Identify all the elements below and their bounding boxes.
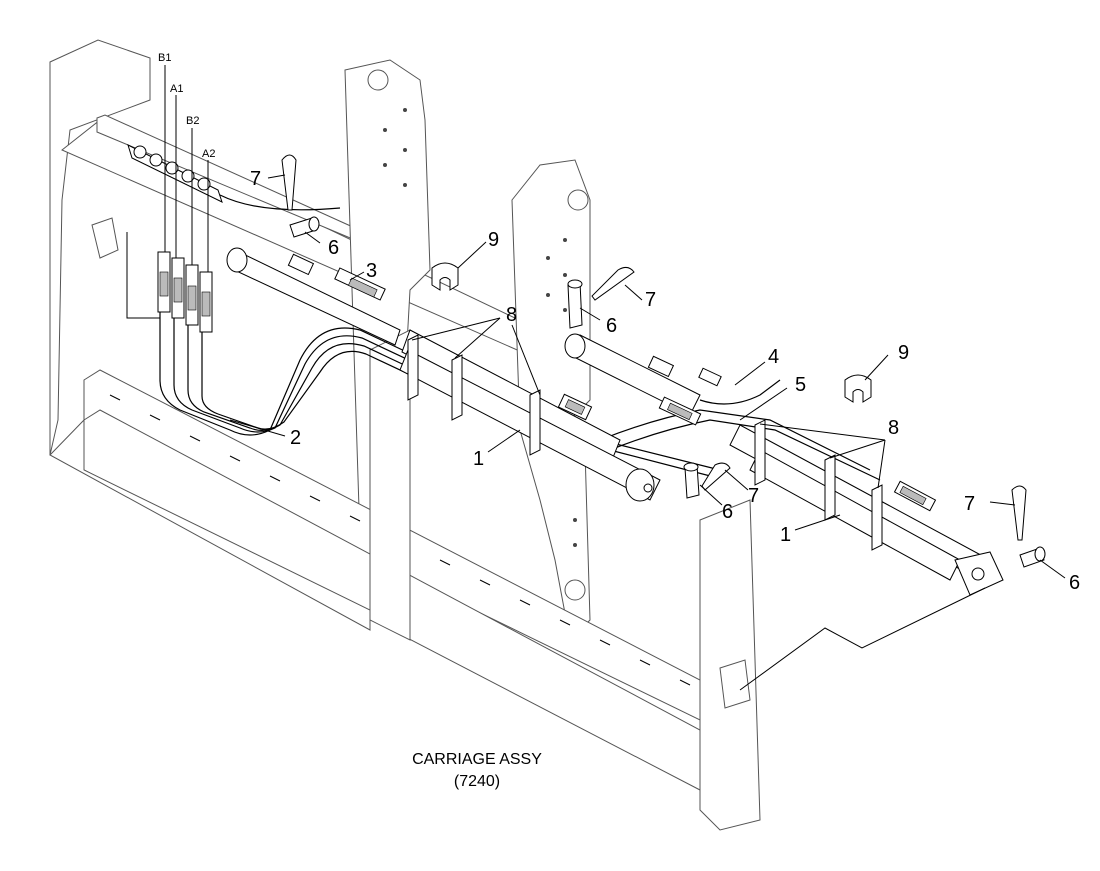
vertical-fittings	[157, 251, 213, 333]
caption-title: CARRIAGE ASSY	[412, 751, 542, 768]
callout-leaders	[126, 174, 1066, 691]
callout-7: 7	[645, 289, 656, 311]
diagram-caption: CARRIAGE ASSY (7240)	[412, 751, 542, 790]
callout-9: 9	[898, 342, 909, 364]
cylinder-upper-right	[564, 333, 722, 426]
callout-5: 5	[795, 374, 806, 396]
callout-2: 2	[290, 427, 301, 449]
port-label-b2: B2	[186, 115, 199, 127]
callout-numbers: 7 6 3 9 8 7 6 4 5 9 8 2 1 7 6 1 7 6	[250, 168, 1080, 594]
callout-1: 1	[473, 448, 484, 470]
port-label-a1: A1	[170, 83, 183, 95]
pins-and-clips	[281, 154, 1046, 568]
callout-9: 9	[488, 229, 499, 251]
callout-7: 7	[964, 493, 975, 515]
callout-6: 6	[722, 501, 733, 523]
caption-part-number: (7240)	[454, 773, 500, 790]
port-labels: B1 A1 B2 A2	[158, 52, 215, 160]
cylinder-upper-left	[226, 247, 401, 346]
mounting-clips	[431, 262, 872, 403]
callout-3: 3	[366, 260, 377, 282]
callout-8: 8	[888, 417, 899, 439]
port-label-b1: B1	[158, 52, 171, 64]
callout-6: 6	[328, 237, 339, 259]
port-leaders	[164, 65, 209, 275]
callout-7: 7	[250, 168, 261, 190]
port-manifold	[127, 144, 223, 203]
callout-6: 6	[606, 315, 617, 337]
callout-1: 1	[780, 524, 791, 546]
cylinder-lower-right	[729, 424, 1004, 596]
callout-6: 6	[1069, 572, 1080, 594]
callout-4: 4	[768, 346, 779, 368]
port-label-a2: A2	[202, 148, 215, 160]
callout-7: 7	[748, 485, 759, 507]
callout-8: 8	[506, 304, 517, 326]
